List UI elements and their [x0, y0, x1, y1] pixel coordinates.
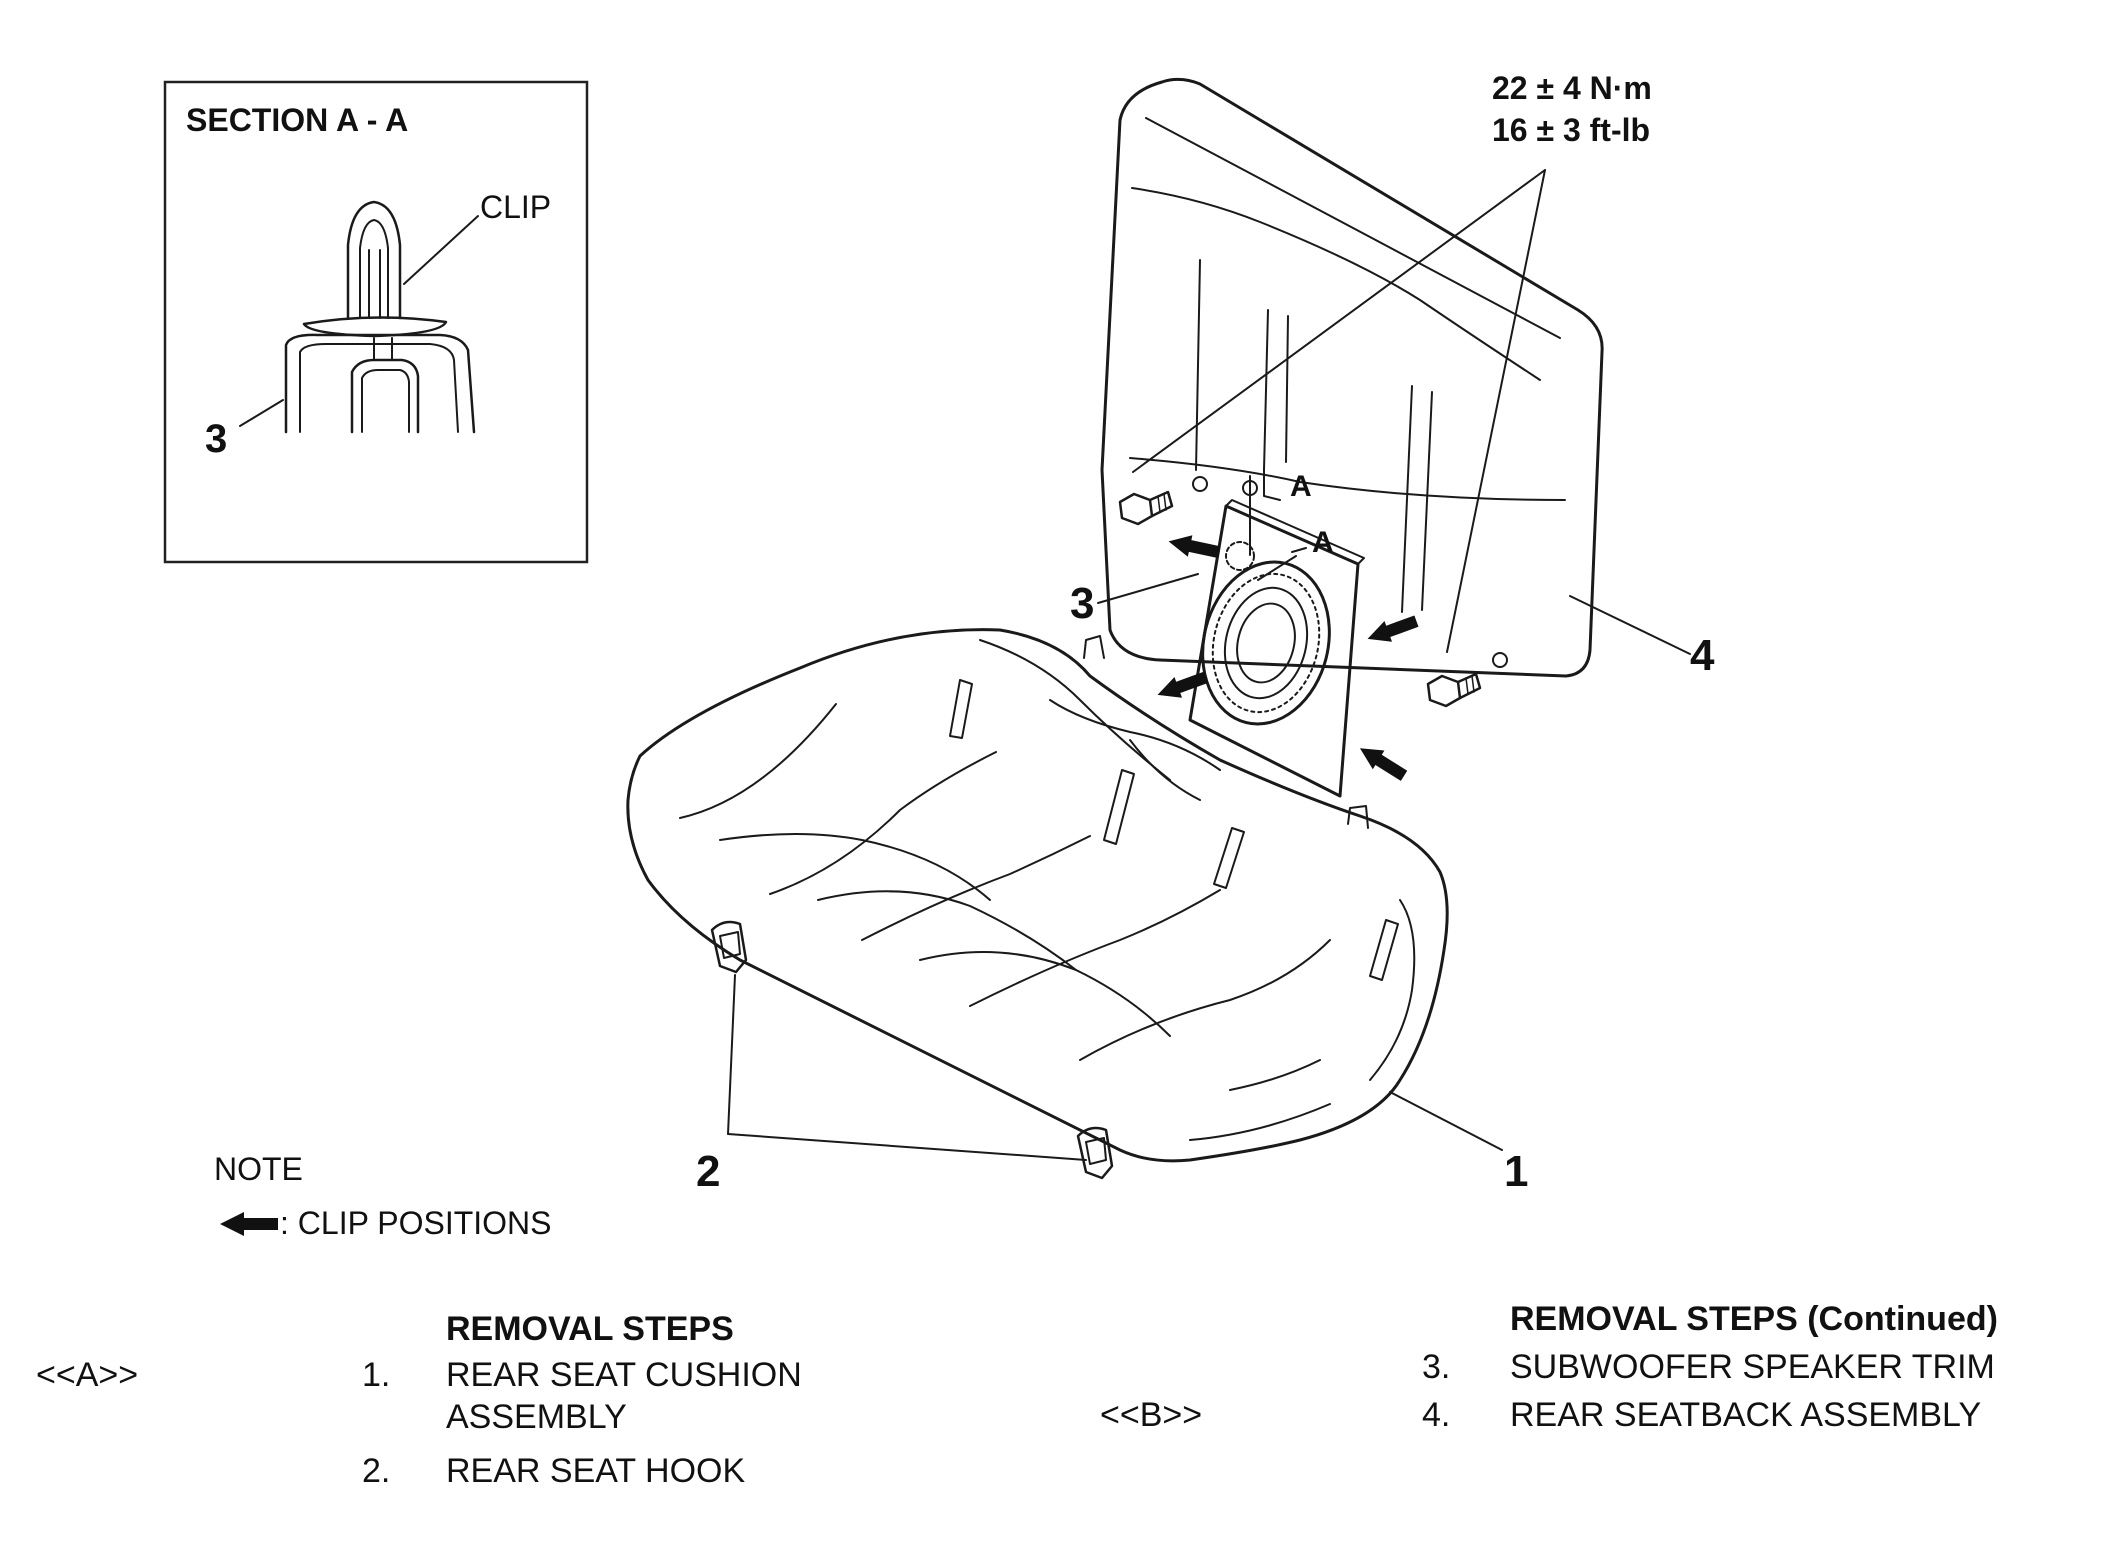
section-marker-a-upper: A [1290, 470, 1312, 503]
note-legend-text: : CLIP POSITIONS [280, 1205, 551, 1241]
note-title: NOTE [214, 1151, 303, 1187]
rear-seat-hook-left [710, 920, 748, 974]
removal-steps: REMOVAL STEPS <<A>> 1. REAR SEAT CUSHION… [36, 1310, 802, 1490]
inset-part-number: 3 [205, 417, 227, 461]
step-4-number: 4. [1422, 1396, 1450, 1434]
section-box-frame [163, 80, 589, 564]
rear-seat-hook-right [1076, 1126, 1114, 1180]
step-2-label: REAR SEAT HOOK [446, 1452, 745, 1490]
clip-arrow-right-upper [1367, 615, 1419, 642]
callout-2: 2 [696, 1147, 720, 1196]
step-2-number: 2. [362, 1452, 390, 1490]
removal-steps-continued: REMOVAL STEPS (Continued) 3. SUBWOOFER S… [1100, 1300, 1998, 1434]
bolt-upper [1118, 490, 1174, 526]
rear-seat-cushion-assembly [626, 628, 1503, 1163]
step-1-label: REAR SEAT CUSHION [446, 1356, 802, 1394]
step-4-label: REAR SEATBACK ASSEMBLY [1510, 1396, 1981, 1434]
step-3-number: 3. [1422, 1348, 1450, 1386]
clip-cross-section [239, 200, 479, 434]
callout-3: 3 [1070, 579, 1094, 628]
bolt-lower [1426, 672, 1482, 708]
step-3-label: SUBWOOFER SPEAKER TRIM [1510, 1348, 1995, 1386]
clip-position-arrows [1157, 535, 1419, 781]
removal-steps-heading: REMOVAL STEPS [446, 1310, 734, 1348]
section-title: SECTION A - A [186, 102, 408, 138]
clip-arrow-left-upper [1168, 535, 1221, 559]
removal-steps-continued-heading: REMOVAL STEPS (Continued) [1510, 1300, 1998, 1338]
clip-label: CLIP [480, 189, 551, 225]
step-1-number: 1. [362, 1356, 390, 1394]
legend-arrow-icon [220, 1212, 278, 1236]
section-a-a-inset: SECTION A - A CLIP 3 [163, 80, 589, 564]
torque-nm: 22 ± 4 N·m [1492, 70, 1652, 106]
clip-arrow-right-lower [1359, 748, 1408, 781]
clip-arrow-left-lower [1157, 671, 1209, 698]
step-4-tag: <<B>> [1100, 1396, 1202, 1434]
step-1-label-cont: ASSEMBLY [446, 1398, 627, 1436]
callout-4: 4 [1690, 631, 1715, 680]
hook-leader-lines [727, 974, 1087, 1161]
step-1-tag: <<A>> [36, 1356, 138, 1394]
torque-ftlb: 16 ± 3 ft-lb [1492, 112, 1650, 148]
subwoofer-speaker-trim [1097, 499, 1365, 798]
callout-1: 1 [1504, 1147, 1528, 1196]
note-legend: NOTE : CLIP POSITIONS [214, 1151, 551, 1241]
section-marker-a-lower: A [1312, 526, 1334, 559]
rear-seatback-assembly [1100, 77, 1691, 678]
torque-spec: 22 ± 4 N·m 16 ± 3 ft-lb [1132, 70, 1652, 653]
